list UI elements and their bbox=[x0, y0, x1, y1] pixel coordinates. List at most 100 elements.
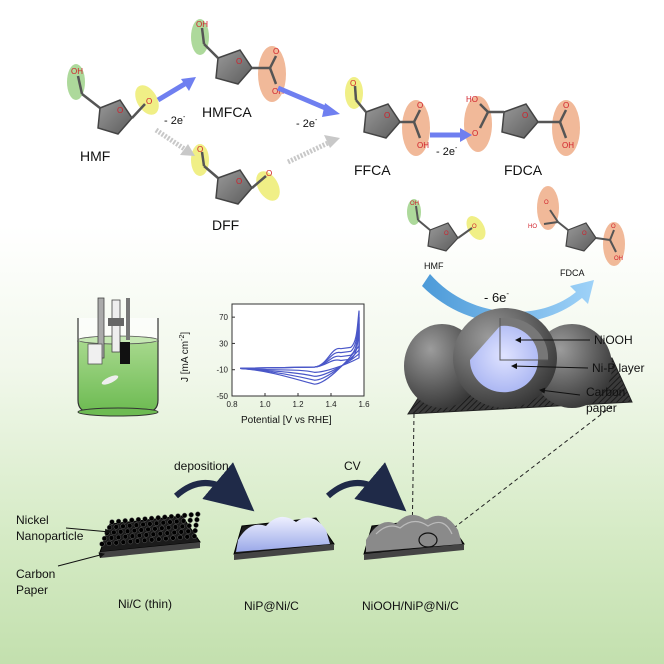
nanoparticle bbox=[177, 534, 183, 541]
acid-hydroxyl: OH bbox=[614, 256, 623, 262]
hydroxyl-label: OH bbox=[410, 201, 419, 207]
nanoparticle bbox=[120, 523, 126, 529]
acid-hydroxyl: HO bbox=[466, 95, 478, 104]
cv-y-tick-label: -50 bbox=[216, 392, 228, 401]
aldehyde-oxygen: O bbox=[197, 145, 203, 154]
arrow-deposition bbox=[173, 462, 255, 512]
ring-oxygen: O bbox=[236, 177, 242, 186]
niooh-label: NiOOH bbox=[594, 333, 633, 347]
nanoparticle bbox=[136, 532, 143, 539]
nanoparticle bbox=[135, 516, 142, 523]
carbonyl-oxygen: O bbox=[417, 101, 423, 110]
nanoparticle bbox=[174, 518, 180, 525]
acid-hydroxyl: OH bbox=[272, 87, 284, 96]
stage3-label: NiOOH/NiP@Ni/C bbox=[362, 599, 459, 613]
ni-p-core bbox=[469, 325, 539, 393]
nanoparticle bbox=[179, 523, 186, 530]
nanoparticle bbox=[150, 531, 156, 537]
carbon-paper-label: Carbon bbox=[586, 385, 625, 399]
nanoparticle bbox=[185, 528, 191, 534]
hmf-small-label: HMF bbox=[424, 261, 444, 271]
ring-oxygen: O bbox=[582, 231, 587, 237]
nanoparticle bbox=[172, 524, 179, 530]
nanoparticle bbox=[143, 532, 150, 538]
nanoparticle bbox=[184, 534, 190, 540]
nanoparticle bbox=[159, 525, 165, 531]
nanoparticle bbox=[108, 535, 115, 541]
nanoparticle bbox=[168, 513, 175, 520]
hydroxyl-label: OH bbox=[71, 67, 83, 76]
arrow-cv bbox=[325, 462, 407, 512]
nanoparticle bbox=[115, 518, 122, 525]
aldehyde-oxygen: O bbox=[146, 97, 152, 106]
electrochemical-cell bbox=[77, 297, 159, 417]
nanoparticle bbox=[180, 518, 187, 524]
nanoparticle bbox=[155, 515, 161, 521]
nanoparticle bbox=[129, 517, 135, 523]
arrow-dff-to-ffca bbox=[286, 135, 340, 165]
cv-cycle-curve bbox=[240, 310, 360, 385]
cv-y-ticks: 70 30 -10 -50 bbox=[216, 313, 235, 401]
nanoparticle bbox=[191, 533, 197, 539]
cv-y-tick-label: 30 bbox=[219, 339, 228, 348]
cv-x-axis-label: Potential [V vs RHE] bbox=[241, 415, 332, 426]
arrow-ffca-to-fdca bbox=[430, 128, 472, 142]
carbonyl-oxygen: O bbox=[273, 47, 279, 56]
nanoparticle bbox=[153, 520, 160, 526]
nanoparticle bbox=[133, 522, 140, 528]
nanoparticle bbox=[162, 514, 168, 520]
nanoparticle bbox=[145, 526, 151, 533]
catalyst-cross-section bbox=[404, 308, 633, 415]
nanoparticle bbox=[178, 529, 184, 535]
cv-x-tick-label: 0.8 bbox=[226, 400, 238, 409]
cv-curves bbox=[240, 310, 360, 385]
nanoparticle bbox=[127, 538, 134, 545]
deposition-label: deposition bbox=[174, 459, 229, 473]
nanoparticle bbox=[129, 533, 136, 539]
step3-label: - 2e- bbox=[436, 145, 458, 158]
nanoparticle bbox=[164, 530, 170, 536]
nanoparticle bbox=[111, 529, 117, 536]
carbonyl-oxygen: O bbox=[472, 129, 478, 138]
hmfca-molecule: O OH O OH bbox=[191, 19, 286, 102]
arrow-hmfca-to-ffca bbox=[277, 85, 340, 117]
nanoparticle bbox=[141, 537, 148, 544]
nanoparticle bbox=[157, 531, 163, 537]
nanoparticle bbox=[149, 537, 155, 543]
nanoparticle bbox=[171, 529, 177, 536]
step1-label: - 2e- bbox=[164, 114, 186, 127]
arrow-hmf-to-hmfca bbox=[156, 77, 196, 103]
nanoparticle bbox=[109, 519, 115, 525]
nanoparticle bbox=[106, 540, 112, 547]
nanoparticle bbox=[163, 535, 169, 542]
cv-y-tick-label: 70 bbox=[219, 313, 228, 322]
cv-y-tick-label: -10 bbox=[216, 366, 228, 375]
acid-hydroxyl: HO bbox=[528, 224, 537, 230]
step2-label: - 2e- bbox=[296, 117, 318, 130]
dff-label: DFF bbox=[212, 217, 239, 233]
fdca-label: FDCA bbox=[504, 162, 543, 178]
nanoparticle bbox=[166, 524, 172, 531]
nanoparticle bbox=[160, 520, 166, 526]
cv-x-tick-label: 1.2 bbox=[292, 400, 304, 409]
nanoparticle bbox=[122, 534, 129, 540]
acid-hydroxyl: OH bbox=[417, 141, 429, 150]
carbonyl-oxygen: O bbox=[563, 101, 569, 110]
hydroxyl-label: OH bbox=[196, 20, 208, 29]
stage2-label: NiP@Ni/C bbox=[244, 599, 299, 613]
nanoparticle bbox=[192, 528, 198, 534]
nanoparticle bbox=[101, 535, 108, 542]
carbon-pointer bbox=[57, 552, 105, 567]
carbon-label-line2: Paper bbox=[16, 583, 48, 597]
hmf-molecule: O OH O bbox=[67, 64, 159, 135]
nanoparticle bbox=[115, 534, 122, 540]
nanoparticle bbox=[147, 521, 153, 527]
nickel-label: Nickel bbox=[16, 513, 49, 527]
ring-oxygen: O bbox=[117, 106, 123, 115]
nanoparticle bbox=[113, 540, 119, 546]
nanoparticle bbox=[194, 517, 200, 523]
